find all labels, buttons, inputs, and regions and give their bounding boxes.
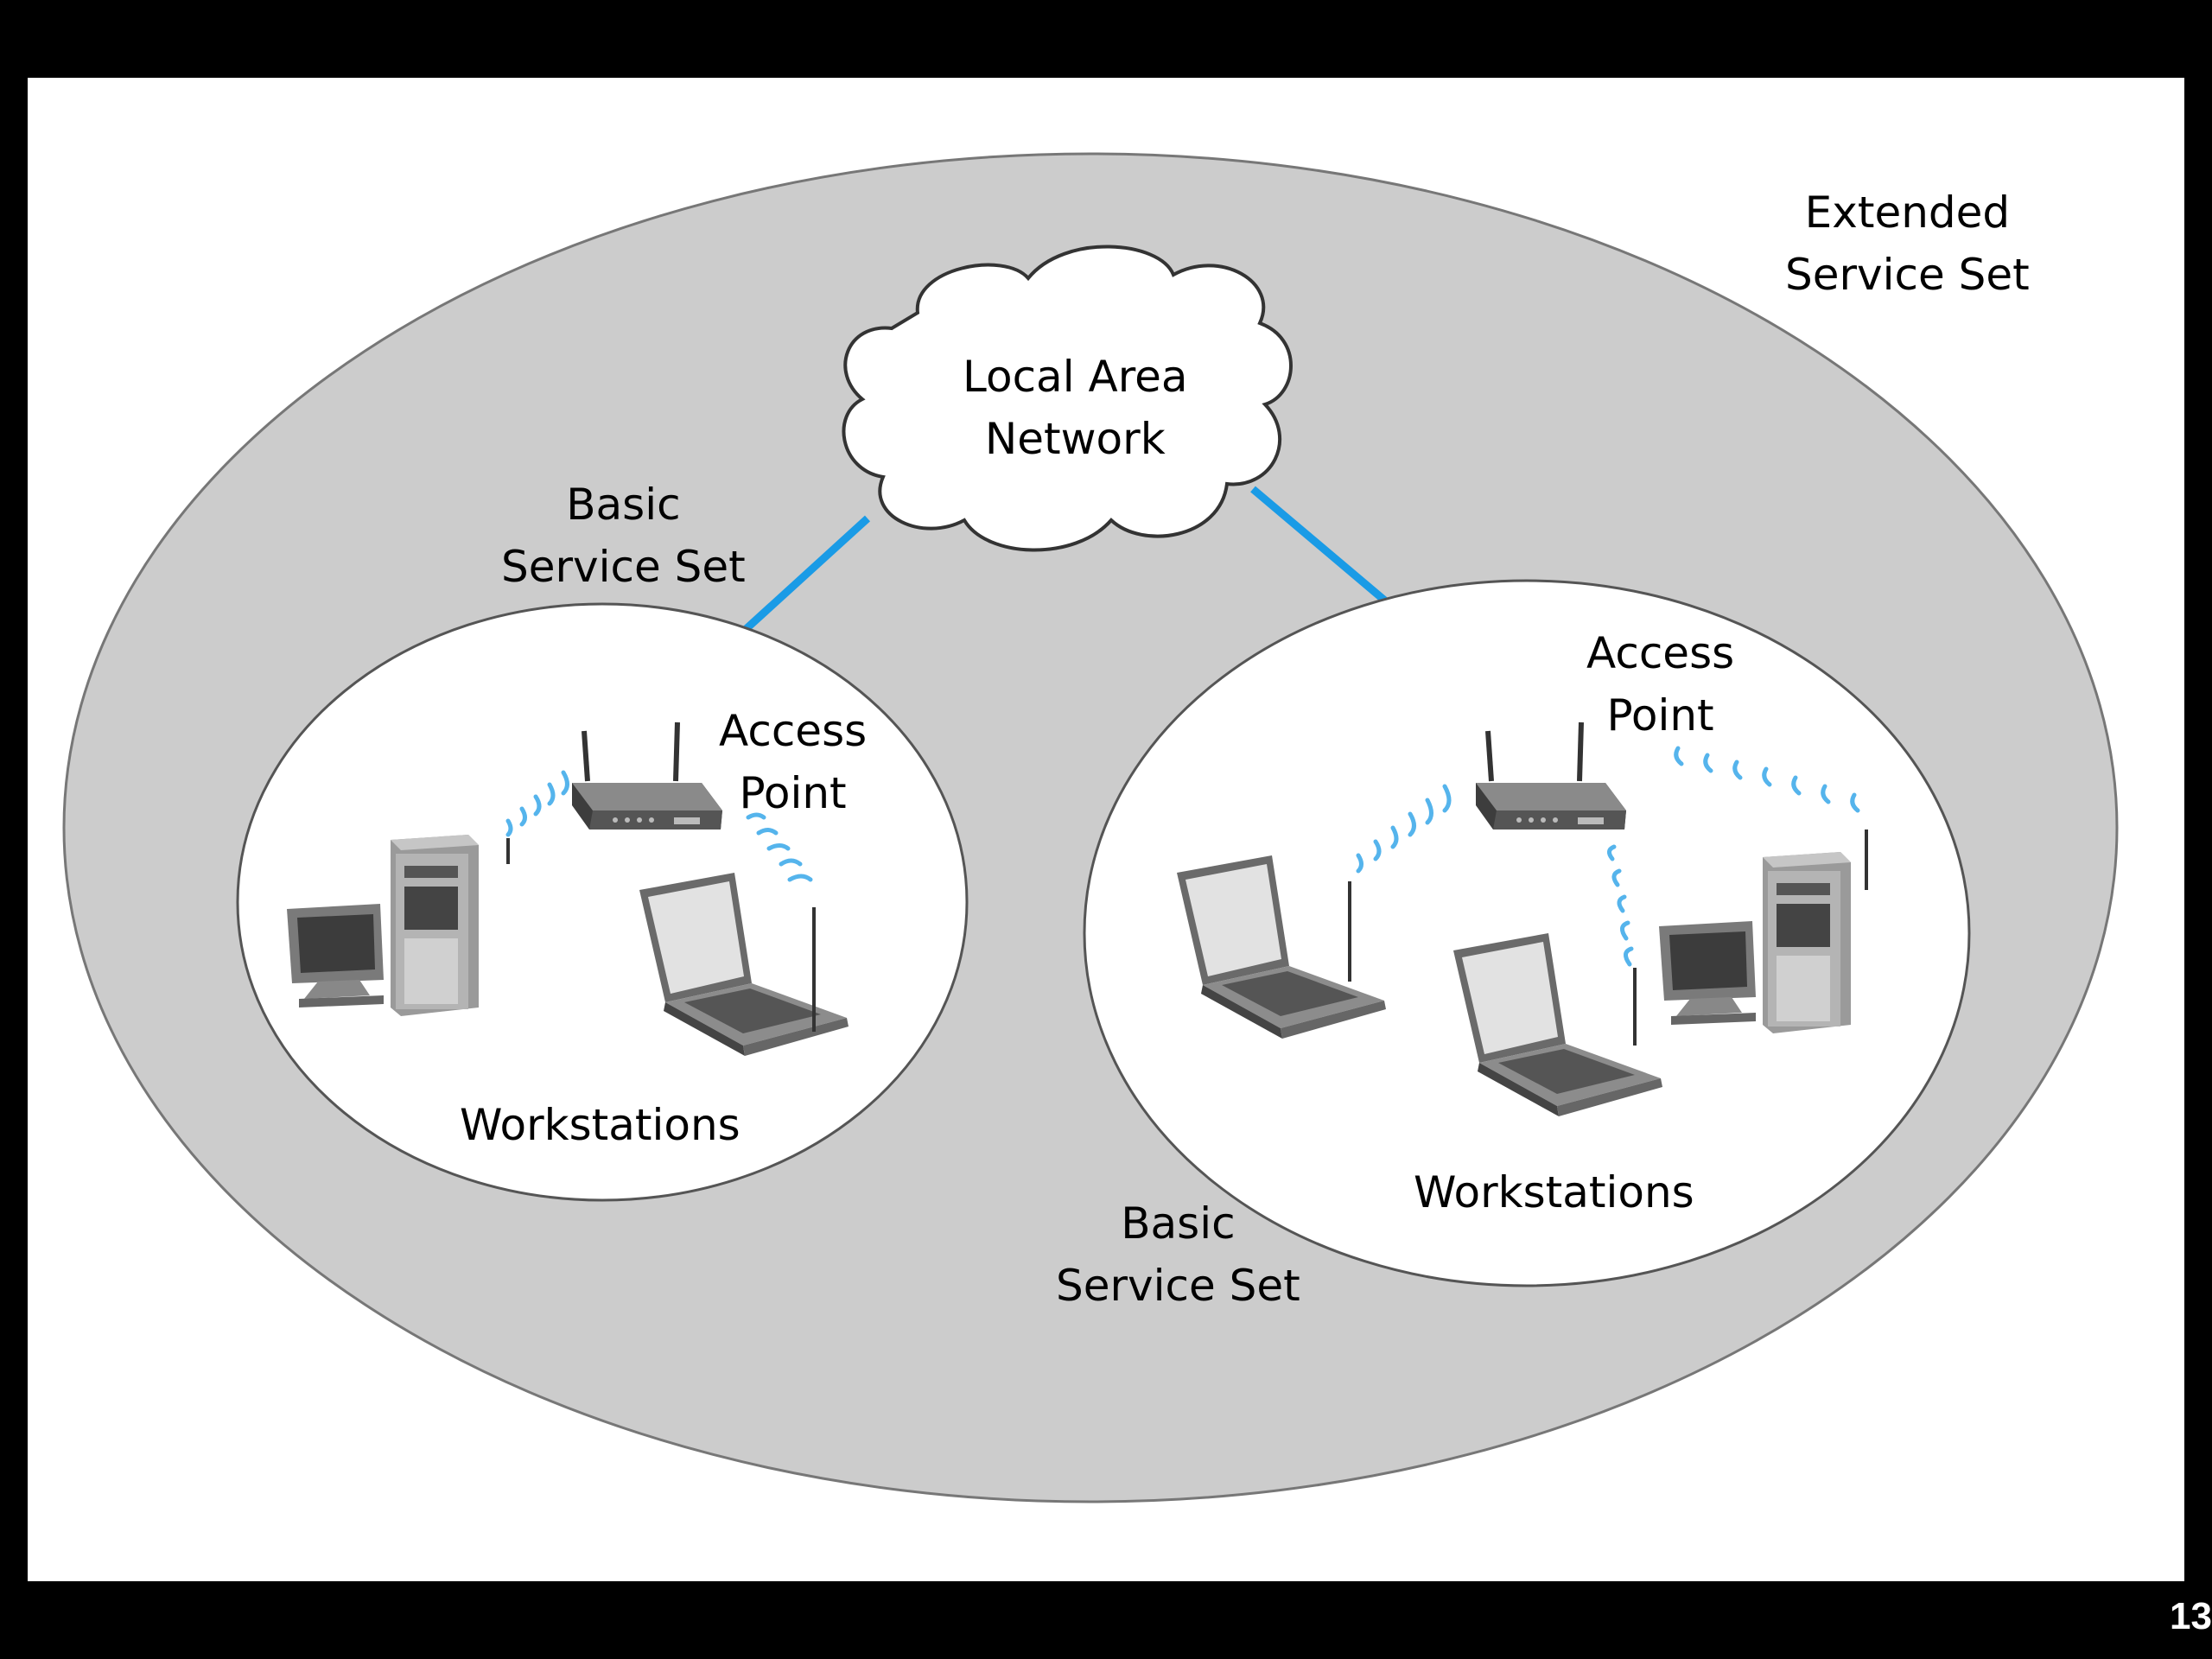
page-number: 13 (2170, 1595, 2212, 1637)
left-access-point-label-line1: Access (719, 706, 868, 756)
left-basic-service-set-ellipse (236, 602, 969, 1202)
left-workstations-label-text: Workstations (460, 1100, 741, 1150)
right-workstations-label: Workstations (1414, 1161, 1694, 1224)
extended-service-set-label-line1: Extended (1804, 188, 2011, 238)
extended-service-set-label-line2: Service Set (1785, 250, 2030, 300)
lan-cloud-label: Local Area Network (963, 346, 1188, 470)
left-bss-label-line1: Basic (566, 480, 681, 530)
lan-cloud (842, 245, 1293, 552)
right-access-point-label-line2: Point (1606, 690, 1714, 741)
right-basic-service-set-ellipse (1083, 579, 1971, 1287)
signal-waves (505, 746, 1860, 967)
extended-service-set-label: Extended Service Set (1785, 181, 2030, 306)
left-access-point-label: Access Point (719, 700, 867, 824)
left-access-point-label-line2: Point (739, 768, 847, 818)
lan-cloud-label-line1: Local Area (963, 352, 1188, 402)
left-workstations-label: Workstations (460, 1094, 741, 1156)
left-bss-label-line2: Service Set (501, 542, 746, 592)
right-workstations-label-text: Workstations (1414, 1167, 1694, 1217)
slide: Extended Service Set Local Area Network … (28, 78, 2184, 1581)
lan-cloud-label-line2: Network (984, 414, 1166, 464)
right-access-point-label-line1: Access (1586, 628, 1735, 678)
network-diagram (62, 152, 2119, 1503)
left-basic-service-set-label: Basic Service Set (501, 474, 746, 598)
right-basic-service-set-label: Basic Service Set (1056, 1192, 1300, 1317)
right-access-point-label: Access Point (1586, 622, 1734, 747)
right-bss-label-line1: Basic (1121, 1198, 1236, 1249)
right-bss-label-line2: Service Set (1056, 1261, 1300, 1311)
